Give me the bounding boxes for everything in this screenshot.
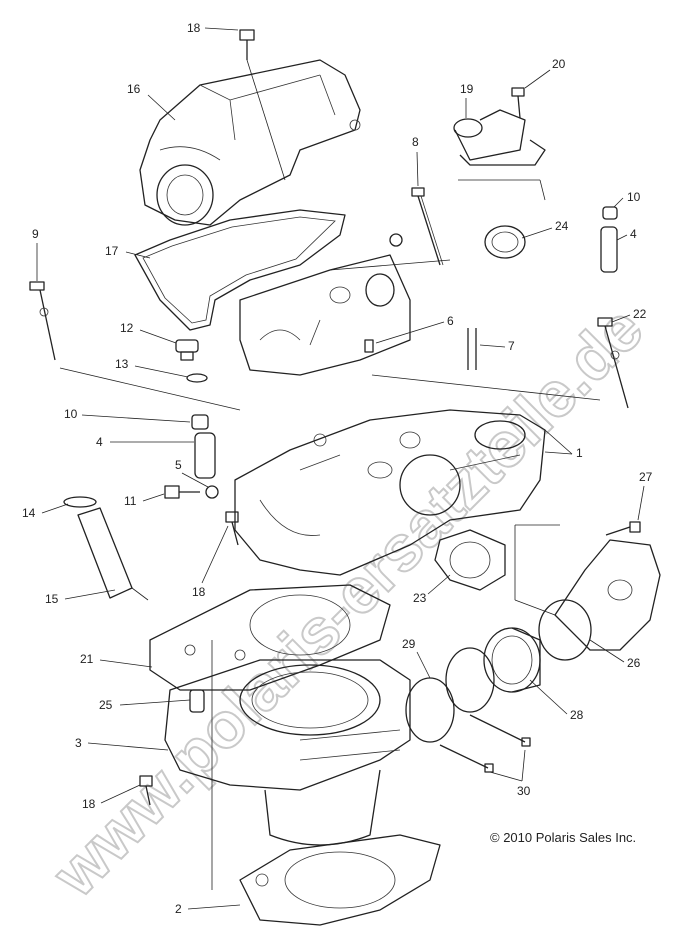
callout-5: 5 <box>175 458 182 472</box>
callout-3: 3 <box>75 736 82 750</box>
screws-30 <box>439 714 531 773</box>
head-gasket-21 <box>149 584 391 691</box>
callout-2: 2 <box>175 902 182 916</box>
callout-16: 16 <box>127 82 141 96</box>
dowel-25 <box>189 689 205 713</box>
callout-6: 6 <box>447 314 454 328</box>
callout-26: 26 <box>627 656 641 670</box>
callout-10-right: 10 <box>627 190 641 204</box>
callout-19: 19 <box>460 82 474 96</box>
callout-4-right: 4 <box>630 227 637 241</box>
push-tube-14-15 <box>63 496 149 601</box>
gasket-23 <box>434 529 506 591</box>
cylinder-head <box>234 409 546 576</box>
callout-23: 23 <box>413 591 427 605</box>
callout-7: 7 <box>508 339 515 353</box>
clamps-29 <box>405 647 495 743</box>
base-gasket-2 <box>239 834 441 926</box>
bolt-18-top <box>239 29 286 181</box>
stud-8 <box>411 187 444 266</box>
callout-22: 22 <box>633 307 647 321</box>
callout-21: 21 <box>80 652 94 666</box>
copyright-text: © 2010 Polaris Sales Inc. <box>490 830 636 845</box>
callout-8: 8 <box>412 135 419 149</box>
seal-24 <box>484 225 526 259</box>
valve-guide-right <box>600 206 618 273</box>
callout-1: 1 <box>576 446 583 460</box>
callout-15: 15 <box>45 592 59 606</box>
callout-12: 12 <box>120 321 134 335</box>
callout-18-low: 18 <box>82 797 96 811</box>
clamp-28 <box>483 627 541 693</box>
callout-18-top: 18 <box>187 21 201 35</box>
callout-17: 17 <box>105 244 119 258</box>
callout-14: 14 <box>22 506 36 520</box>
cam-carrier <box>239 233 411 376</box>
callout-9: 9 <box>32 227 39 241</box>
callout-11: 11 <box>124 494 137 508</box>
callout-10-left: 10 <box>64 407 78 421</box>
callout-20: 20 <box>552 57 566 71</box>
callout-27: 27 <box>639 470 653 484</box>
cylinder-3 <box>164 659 411 846</box>
valve-cover <box>139 59 361 226</box>
callout-4-left: 4 <box>96 435 103 449</box>
dowel-6-stud-7 <box>364 328 477 370</box>
callout-29: 29 <box>402 637 416 651</box>
plug-12 <box>175 339 208 383</box>
bolt-27 <box>605 521 641 536</box>
bolt-11-washer-5 <box>164 485 219 499</box>
callout-28: 28 <box>570 708 584 722</box>
callout-24: 24 <box>555 219 569 233</box>
callout-13: 13 <box>115 357 129 371</box>
callout-25: 25 <box>99 698 113 712</box>
cover-gasket <box>134 209 346 331</box>
intake-boot-26 <box>538 539 661 661</box>
reference-lines <box>211 179 601 890</box>
bolt-9 <box>29 281 241 411</box>
callout-30: 30 <box>517 784 531 798</box>
callouts: 18 16 19 20 8 10 4 24 9 17 22 6 12 7 13 … <box>22 21 653 916</box>
bolt-18-low <box>139 775 153 806</box>
callout-18-mid: 18 <box>192 585 206 599</box>
bolt-18-mid <box>225 511 239 546</box>
thermostat-housing <box>453 87 546 166</box>
valve-guide-left <box>191 414 216 479</box>
